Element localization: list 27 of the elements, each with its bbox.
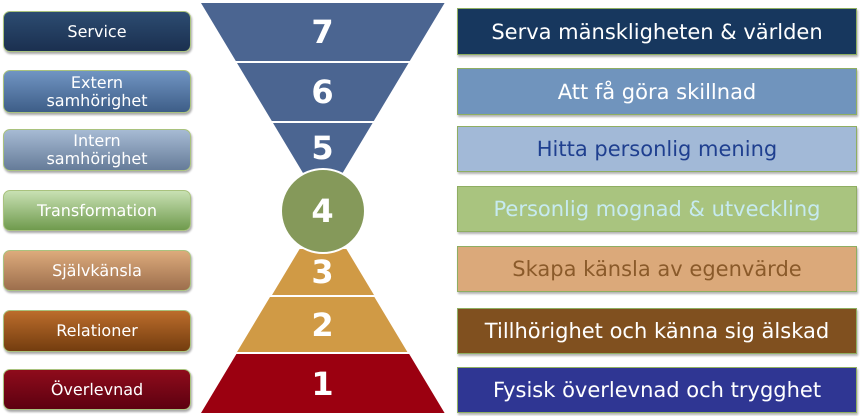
level-name-tab: Intern samhörighet bbox=[3, 129, 191, 171]
level-number: 3 bbox=[311, 256, 334, 288]
level-name-tab: Självkänsla bbox=[3, 250, 191, 291]
level-number: 6 bbox=[311, 76, 334, 108]
level-name-tab: Extern samhörighet bbox=[3, 70, 191, 113]
level-number: 7 bbox=[311, 16, 334, 48]
level-number: 4 bbox=[311, 195, 334, 227]
pyramid-band bbox=[200, 354, 444, 413]
level-name-tab: Transformation bbox=[3, 190, 191, 231]
level-description-bar: Serva mänskligheten & världen bbox=[457, 8, 857, 55]
level-name-tab: Service bbox=[3, 11, 191, 52]
funnel-band bbox=[200, 3, 444, 61]
funnel-band bbox=[236, 63, 408, 121]
level-description-bar: Skapa känsla av egenvärde bbox=[457, 246, 857, 292]
pyramid-band bbox=[237, 297, 408, 352]
level-description-bar: Fysisk överlevnad och trygghet bbox=[457, 367, 857, 413]
pyramid-band bbox=[272, 249, 374, 295]
level-name-tab: Överlevnad bbox=[3, 369, 191, 410]
level-description-bar: Hitta personlig mening bbox=[457, 126, 857, 172]
level-description-bar: Tillhörighet och känna sig älskad bbox=[457, 308, 857, 354]
level-number: 1 bbox=[311, 368, 334, 400]
level-description-bar: Personlig mognad & utveckling bbox=[457, 186, 857, 232]
level-number: 2 bbox=[311, 308, 334, 340]
level-name-tab: Relationer bbox=[3, 310, 191, 352]
funnel-band bbox=[272, 123, 372, 173]
level-number: 5 bbox=[311, 132, 334, 164]
level-description-bar: Att få göra skillnad bbox=[457, 68, 857, 115]
